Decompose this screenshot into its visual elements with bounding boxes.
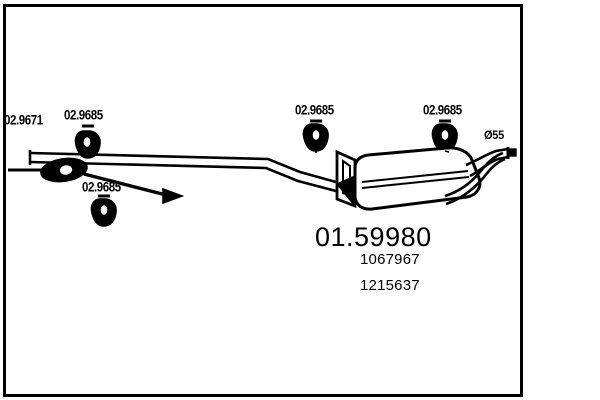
oe-reference-number-1: 1067967 bbox=[360, 251, 420, 268]
hanger-right-eyelet bbox=[440, 128, 450, 142]
outlet-pipe-lower-loop-top bbox=[444, 151, 504, 198]
hanger-upper-left-eyelet bbox=[82, 135, 92, 149]
drawing-frame bbox=[3, 4, 523, 397]
label-hanger-lower-left: 02.9685 bbox=[82, 180, 121, 195]
label-outlet-diameter: Ø55 bbox=[484, 128, 504, 143]
front-pipe-bottom-edge bbox=[29, 160, 337, 193]
outlet-pipe-top-edge bbox=[465, 147, 509, 167]
front-flange-stub-tip bbox=[162, 187, 185, 205]
muffler-seam-line-lower bbox=[361, 176, 470, 189]
front-flange-stub bbox=[83, 172, 171, 198]
outlet-tip-end-cap bbox=[507, 148, 517, 157]
front-flange-gasket-bore bbox=[58, 163, 74, 177]
outlet-pipe-lower-loop-bottom bbox=[445, 157, 506, 206]
hanger-right-dropper bbox=[444, 150, 450, 153]
front-pipe-top-edge bbox=[29, 151, 337, 184]
main-part-number: 01.59980 bbox=[315, 222, 432, 252]
oe-reference-number-2: 1215637 bbox=[360, 277, 420, 294]
label-hanger-right: 02.9685 bbox=[423, 103, 462, 118]
label-front-flange-gasket: 02.9671 bbox=[4, 113, 43, 128]
hanger-lower-left-eyelet bbox=[99, 203, 109, 217]
label-hanger-upper-left: 02.9685 bbox=[64, 108, 103, 123]
hanger-mid-eyelet bbox=[311, 128, 321, 142]
label-hanger-mid: 02.9685 bbox=[295, 103, 334, 118]
muffler-seam-line-upper bbox=[361, 170, 469, 183]
